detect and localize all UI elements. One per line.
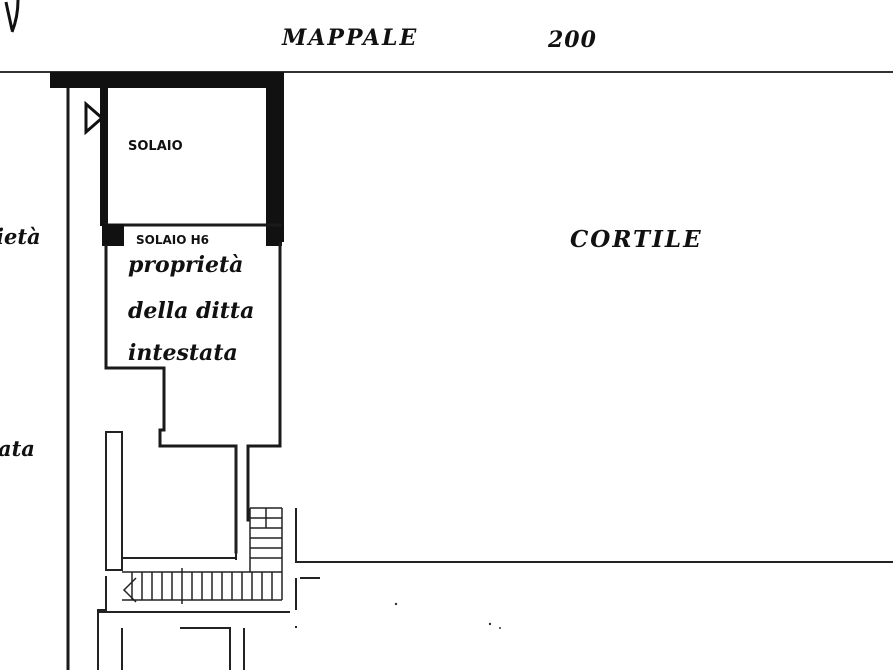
margin-fragment-upper: ietà (0, 224, 41, 249)
door-arrow-icon (84, 100, 105, 136)
speck (499, 627, 501, 629)
room-label-solaio-h: SOLAIO H6 (136, 233, 209, 247)
room-label-cortile: CORTILE (570, 226, 703, 253)
ownership-line-1: proprietà (128, 252, 243, 278)
solaio-right-wall (266, 72, 284, 242)
solaio-left-wall (100, 86, 108, 226)
top-wall (50, 72, 284, 88)
speck (394, 602, 398, 606)
speck (488, 622, 492, 626)
mappale-label: MAPPALE (281, 25, 418, 51)
ownership-line-2: della ditta (128, 298, 254, 324)
ownership-room-outline (104, 242, 282, 554)
ownership-line-3: intestata (128, 340, 238, 366)
margin-fragment-lower: ata (0, 436, 35, 461)
lower-rooms-outline (97, 431, 290, 670)
cortile-boundary (295, 508, 893, 628)
pillar (102, 224, 124, 246)
pillar-right (266, 228, 282, 246)
room-label-solaio: SOLAIO (128, 139, 183, 154)
pen-mark (4, 0, 20, 33)
mappale-number: 200 (547, 27, 597, 53)
staircase-icon (122, 507, 283, 604)
